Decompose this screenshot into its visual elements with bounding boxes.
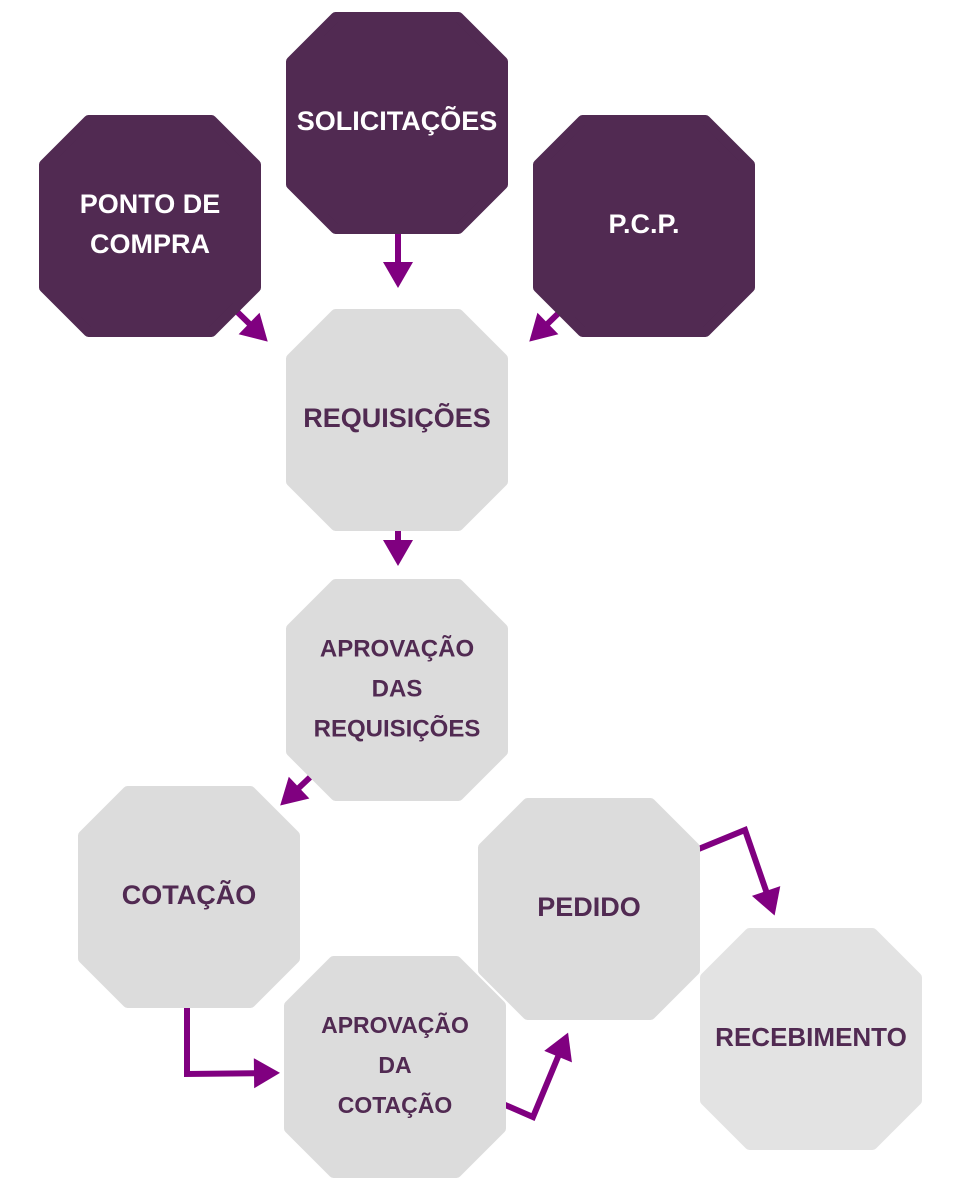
- node-aprovacao-das-requisicoes: APROVAÇÃO DAS REQUISIÇÕES: [286, 579, 508, 801]
- octagon-shape: [286, 309, 508, 531]
- arrow-aprovacao-da-cotacao-to-pedido: [501, 1035, 568, 1121]
- arrowhead-pedido: [544, 1032, 572, 1063]
- arrowhead-requisicoes: [238, 312, 268, 342]
- node-label: PONTO DE: [80, 189, 221, 219]
- node-label: REQUISIÇÕES: [314, 714, 481, 742]
- node-label: DA: [378, 1052, 411, 1078]
- octagon-shape: [78, 786, 300, 1008]
- arrow-pedido-to-recebimento: [682, 826, 776, 913]
- octagon-shape: [286, 12, 508, 234]
- connector-layer: [184, 230, 781, 1121]
- node-pedido: PEDIDO: [478, 798, 700, 1020]
- node-ponto-de-compra: PONTO DE COMPRA: [39, 115, 261, 337]
- node-label: APROVAÇÃO: [321, 1011, 469, 1038]
- node-label: RECEBIMENTO: [715, 1022, 907, 1052]
- octagon-shape: [478, 798, 700, 1020]
- node-label: DAS: [372, 675, 423, 702]
- arrowhead-requisicoes: [383, 262, 413, 288]
- octagon-shape: [700, 928, 922, 1150]
- node-label: COTAÇÃO: [338, 1091, 453, 1118]
- octagon-shape: [284, 956, 506, 1178]
- node-label: SOLICITAÇÕES: [297, 105, 498, 136]
- octagon-shape: [39, 115, 261, 337]
- node-aprovacao-da-cotacao: APROVAÇÃO DA COTAÇÃO: [284, 956, 506, 1178]
- node-label: PEDIDO: [537, 892, 641, 922]
- node-cotacao: COTAÇÃO: [78, 786, 300, 1008]
- arrowhead-aprovacao-da-cotacao: [253, 1058, 280, 1089]
- node-label: COTAÇÃO: [122, 879, 257, 910]
- arrowhead-requisicoes: [529, 312, 559, 342]
- octagon-shape: [533, 115, 755, 337]
- arrowhead-aprovacao-das-requisicoes: [383, 540, 413, 566]
- node-label: COMPRA: [90, 229, 210, 259]
- octagon-shape: [286, 579, 508, 801]
- arrowhead-recebimento: [751, 886, 781, 916]
- arrow-cotacao-to-aprovacao-da-cotacao: [184, 1003, 277, 1079]
- node-label: REQUISIÇÕES: [303, 402, 491, 433]
- node-recebimento: RECEBIMENTO: [700, 928, 922, 1150]
- arrowhead-cotacao: [280, 776, 310, 806]
- node-label: APROVAÇÃO: [320, 634, 474, 662]
- node-label: P.C.P.: [608, 209, 679, 239]
- node-layer: PONTO DE COMPRA SOLICITAÇÕES P.C.P. REQUISIÇ…: [39, 12, 922, 1178]
- node-solicitacoes: SOLICITAÇÕES: [286, 12, 508, 234]
- node-requisicoes: REQUISIÇÕES: [286, 309, 508, 531]
- node-pcp: P.C.P.: [533, 115, 755, 337]
